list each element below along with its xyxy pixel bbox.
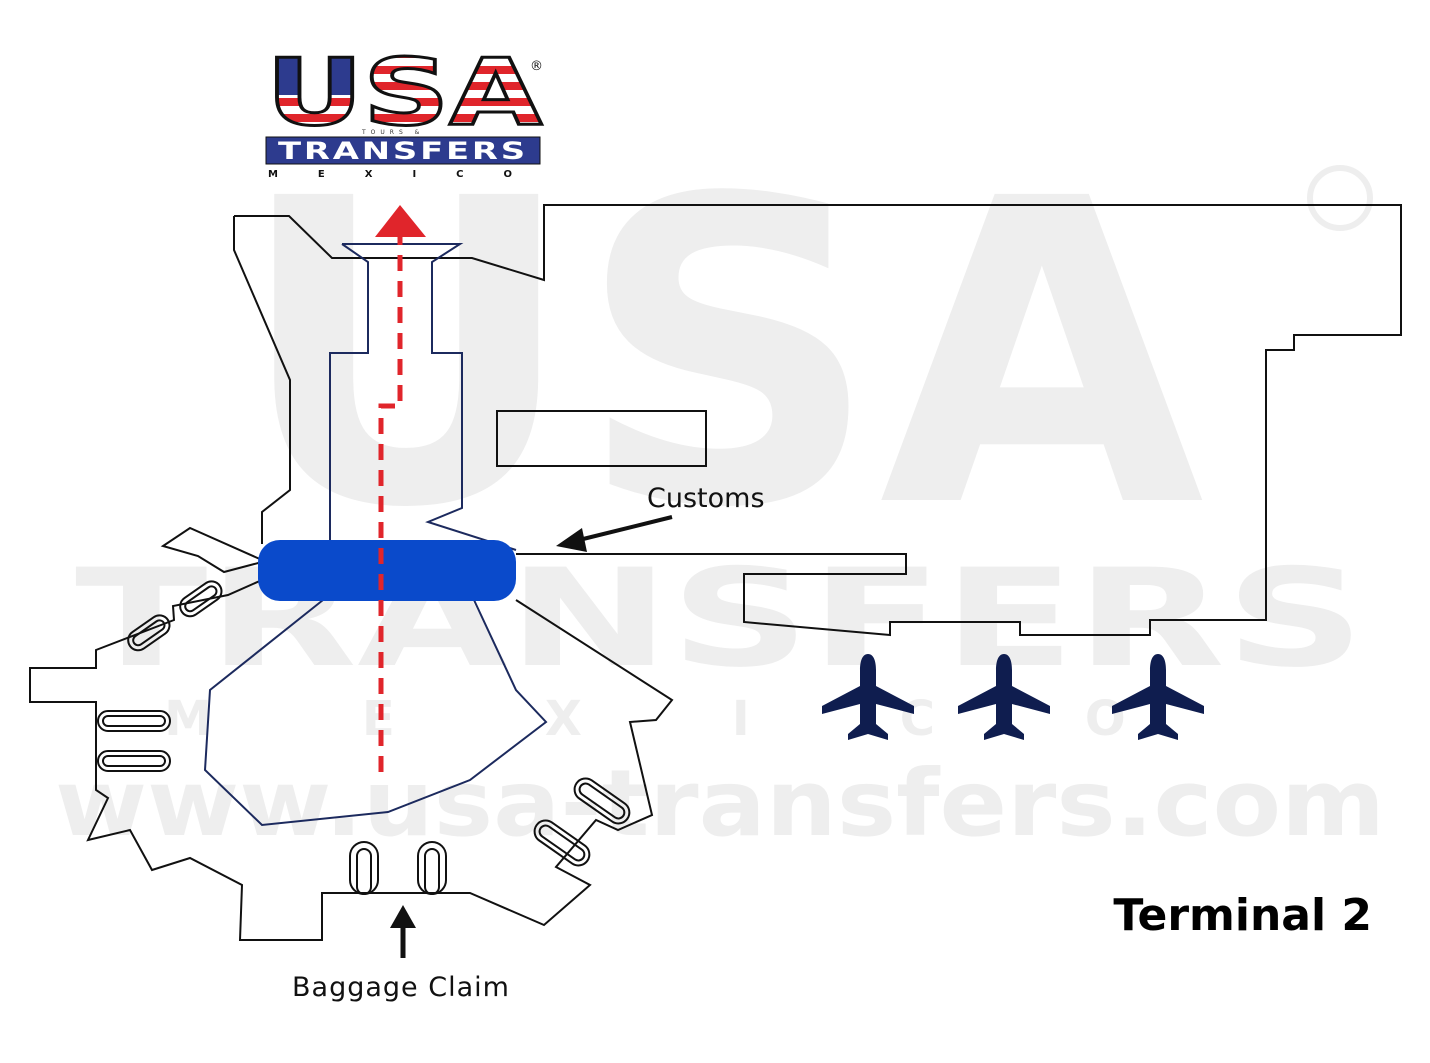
customs-label: Customs (647, 483, 765, 514)
logo-transfers: TRANSFERS (278, 137, 528, 165)
baggage-claim-label: Baggage Claim (292, 972, 510, 1003)
route-corridor (203, 243, 548, 827)
watermark-website: www.usa-transfers.com (55, 750, 1385, 857)
logo-transfers-band (265, 136, 541, 165)
watermark-registered-icon (1307, 165, 1373, 231)
logo-registered: ® (530, 59, 543, 74)
baggage-arrow-icon (390, 905, 416, 958)
exit-corridor-west (329, 243, 369, 542)
exit-arrow-icon (375, 205, 426, 237)
terminal-building (29, 204, 1402, 941)
baggage-hall-outline (29, 526, 674, 941)
watermark-brand: USA (236, 111, 1208, 600)
exit-corridor-east (342, 243, 517, 551)
logo-tours: TOURS & (361, 129, 424, 136)
carousel (97, 710, 171, 732)
logo-flag-letters (266, 50, 542, 130)
exit-route-line (378, 236, 403, 772)
customs-arrow-icon (556, 515, 673, 552)
terminal-title: Terminal 2 (1113, 890, 1372, 941)
building-outline-east (234, 204, 1402, 637)
carousel (127, 614, 171, 652)
carousel (97, 750, 171, 772)
building-outline-west (233, 216, 291, 544)
carousel (573, 777, 631, 825)
building-room (496, 410, 707, 467)
customs-zone (258, 540, 516, 601)
watermark-country: MEXICO (164, 691, 1275, 747)
company-logo: USA USA ® TOURS & TRANSFERS MEXICO (265, 38, 544, 181)
baggage-carousels (97, 580, 631, 895)
carousel (349, 841, 379, 895)
carousel (179, 580, 223, 618)
logo-country: MEXICO (268, 169, 542, 180)
background-watermark: USA TRANSFERS MEXICO www.usa-transfers.c… (55, 111, 1385, 857)
carousel (417, 841, 447, 895)
logo-brand: USA (266, 39, 542, 146)
baggage-route-outline (203, 599, 548, 827)
carousel (533, 819, 591, 867)
